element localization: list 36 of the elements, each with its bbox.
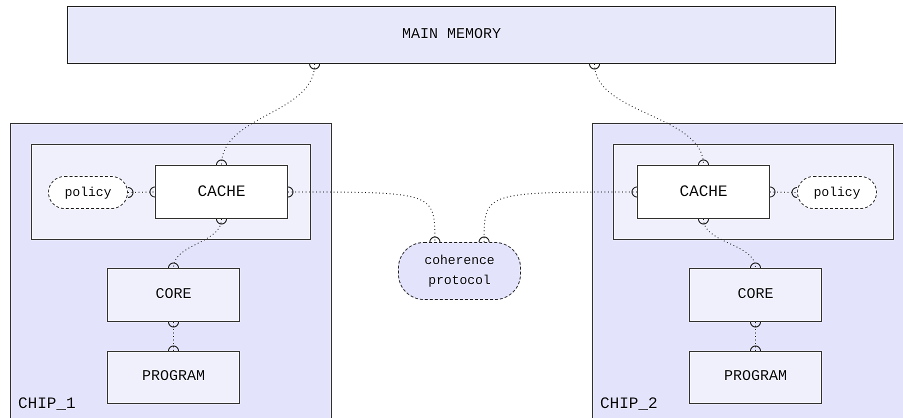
chip-container bbox=[10, 123, 332, 418]
dotted-connector bbox=[769, 186, 798, 198]
process-box bbox=[107, 268, 240, 322]
node-label: CACHE bbox=[197, 182, 246, 203]
process-box bbox=[689, 268, 822, 322]
dotted-connector bbox=[168, 218, 227, 270]
node-label: CORE bbox=[737, 284, 774, 305]
dotted-connector bbox=[589, 62, 709, 166]
policy-pill bbox=[48, 176, 128, 209]
dotted-connector bbox=[698, 218, 761, 270]
dotted-connector bbox=[127, 186, 156, 198]
dotted-connector bbox=[750, 322, 761, 352]
node-label: coherence protocol bbox=[423, 252, 496, 290]
policy-pill bbox=[797, 176, 877, 209]
cache-group-box bbox=[31, 144, 311, 240]
node-label: PROGRAM bbox=[142, 367, 205, 388]
memory-box bbox=[67, 6, 836, 64]
node-label: MAIN MEMORY bbox=[402, 24, 502, 45]
cache-group-box bbox=[613, 144, 894, 240]
dotted-connector bbox=[478, 186, 638, 243]
protocol-bubble bbox=[398, 242, 521, 300]
process-box bbox=[107, 351, 240, 404]
chip-container bbox=[592, 123, 903, 418]
node-label: PROGRAM bbox=[724, 367, 787, 388]
process-box bbox=[689, 351, 822, 404]
node-label: CORE bbox=[155, 284, 192, 305]
chip-label: CHIP_2 bbox=[600, 394, 658, 415]
node-label: policy bbox=[814, 184, 860, 202]
dotted-connector bbox=[288, 186, 440, 243]
cache-box bbox=[155, 165, 288, 219]
cache-box bbox=[637, 165, 770, 219]
dotted-connector bbox=[216, 62, 320, 166]
dotted-connector bbox=[168, 322, 179, 352]
node-label: policy bbox=[64, 184, 112, 202]
node-label: CACHE bbox=[679, 182, 728, 203]
chip-label: CHIP_1 bbox=[18, 394, 76, 415]
